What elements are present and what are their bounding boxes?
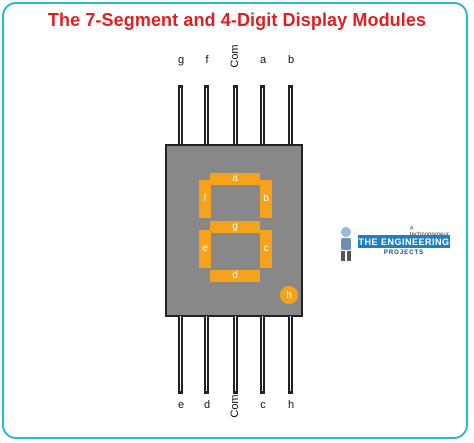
pin-label-top-com: Com — [229, 44, 241, 68]
segment-c: c — [260, 230, 272, 268]
segment-f: f — [199, 180, 211, 218]
pin-top-com — [233, 85, 238, 145]
logo-sub-text: PROJECTS — [383, 250, 425, 256]
pin-label-bottom-d: d — [203, 399, 211, 411]
pin-top-g — [178, 85, 183, 145]
pin-label-bottom-e: e — [177, 399, 185, 411]
seven-segment-module: a b c d e f g h — [165, 144, 303, 317]
pin-bottom-h — [288, 316, 293, 394]
pin-label-top-f: f — [205, 54, 209, 66]
robot-icon — [341, 227, 351, 261]
pin-bottom-e — [178, 316, 183, 394]
engineering-projects-logo: # technopreneur THE ENGINEERING PROJECTS — [338, 226, 450, 266]
diagram-title: The 7-Segment and 4-Digit Display Module… — [47, 10, 427, 30]
pin-bottom-com — [233, 316, 238, 394]
pin-label-bottom-h: h — [287, 399, 295, 411]
segment-b: b — [260, 180, 272, 218]
pin-label-top-b: b — [287, 54, 295, 66]
pin-top-f — [204, 85, 209, 145]
segment-g: g — [210, 221, 260, 233]
pin-top-a — [260, 85, 265, 145]
pin-label-bottom-com: Com — [229, 394, 241, 418]
pin-label-bottom-c: c — [260, 399, 266, 411]
pin-label-top-g: g — [177, 54, 185, 66]
pin-bottom-c — [260, 316, 265, 394]
logo-main-text: THE ENGINEERING — [358, 235, 450, 248]
pin-label-top-a: a — [259, 54, 267, 66]
pin-bottom-d — [204, 316, 209, 394]
pin-top-b — [288, 85, 293, 145]
segment-h-dot: h — [280, 286, 298, 304]
segment-e: e — [199, 230, 211, 268]
segment-d: d — [210, 270, 260, 282]
segment-a: a — [210, 173, 260, 185]
